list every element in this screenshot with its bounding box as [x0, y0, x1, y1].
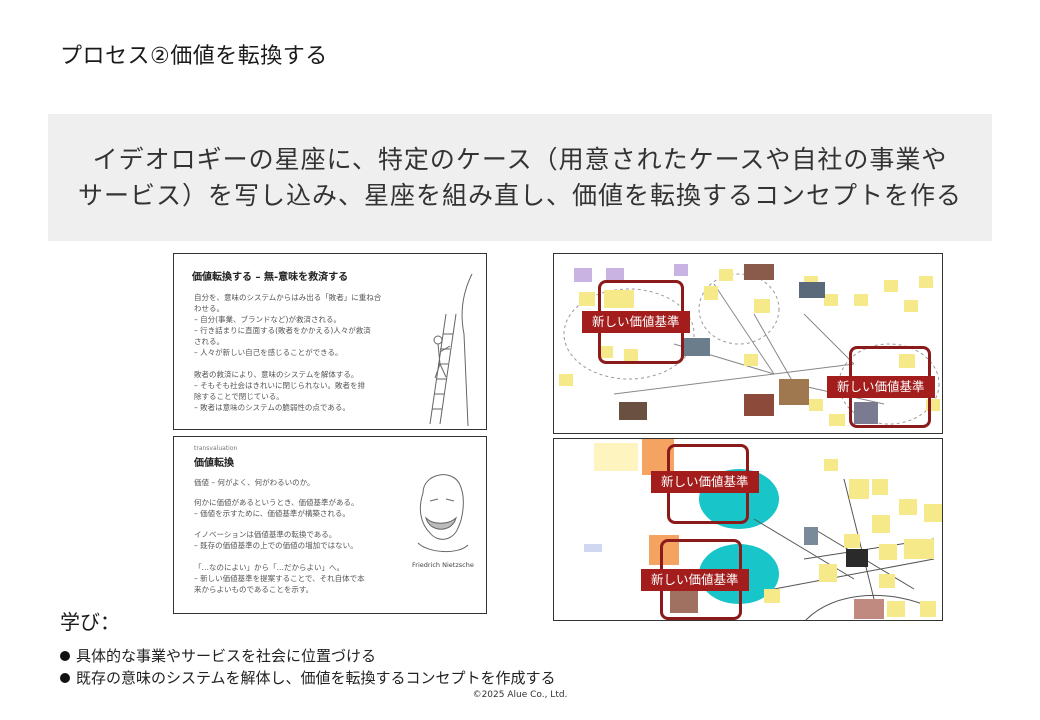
sticky-note — [872, 479, 888, 495]
slide-text: 自分を、意味のシステムからはみ出る「敗者」に重ね合 — [194, 293, 382, 302]
bullet-text: 既存の意味のシステムを解体し、価値を転換するコンセプトを作成する — [76, 669, 556, 687]
slide-text: イノベーションは価値基準の転換である。 — [194, 530, 337, 539]
sticky-note — [744, 354, 758, 366]
slide-text: 「…なのによい」から「…だからよい」へ。 — [194, 563, 344, 572]
sticky-note — [809, 399, 823, 411]
sticky-note — [879, 544, 897, 560]
sticky-note — [764, 589, 780, 603]
slide-text: – 人々が新しい自己を感じることができる。 — [194, 348, 343, 357]
sticky-note — [899, 499, 917, 515]
portrait-caption: Friedrich Nietzsche — [412, 561, 474, 569]
sticky-note — [704, 286, 718, 300]
sticky-note — [904, 300, 918, 312]
sticky-note — [574, 268, 592, 282]
copyright: ©2025 Alue Co., Ltd. — [472, 690, 568, 700]
slide-text: 何かに価値があるというとき、価値基準がある。 — [194, 498, 359, 507]
sticky-note — [819, 564, 837, 582]
new-value-standard-label: 新しい価値基準 — [827, 376, 935, 398]
sticky-note — [559, 374, 573, 386]
photo-thumbnail — [854, 599, 884, 619]
banner-line-1: イデオロギーの星座に、特定のケース（用意されたケースや自社の事業や — [92, 145, 948, 174]
sticky-note — [920, 601, 936, 617]
ladder-climber-illustration — [429, 274, 473, 426]
slide-text: – 価値を示すために、価値基準が構築される。 — [194, 509, 350, 518]
photo-thumbnail — [854, 402, 878, 424]
concept-map-screenshot-1: 新しい価値基準 新しい価値基準 — [553, 253, 943, 434]
sticky-note — [899, 354, 915, 368]
sticky-note — [829, 414, 845, 426]
slide-text: – 既存の価値基準の上での価値の増加ではない。 — [194, 541, 358, 550]
photo-thumbnail — [744, 394, 774, 416]
learning-bullet: 具体的な事業やサービスを社会に位置づける — [60, 645, 376, 666]
slide-title: 価値転換 — [194, 458, 234, 469]
slide-text: される。 — [194, 337, 224, 346]
sticky-note — [887, 601, 905, 617]
learning-heading: 学び： — [60, 610, 120, 634]
sticky-note — [824, 294, 838, 306]
bullet-dot-icon — [60, 672, 70, 683]
slide-text: 来からよいものであることを示す。 — [194, 585, 314, 594]
slide-title: 価値転換する – 無-意味を救済する — [192, 272, 349, 283]
sticky-note — [719, 269, 733, 281]
sticky-note — [919, 276, 933, 288]
slide-text: – 自分(事業、ブランドなど)が救済される。 — [194, 315, 341, 324]
nietzsche-portrait-illustration — [417, 474, 469, 552]
slide-text: – 行き詰まりに直面する(敗者をかかえる)人々が救済 — [194, 326, 371, 335]
banner-line-2: サービス）を写し込み、星座を組み直し、価値を転換するコンセプトを作る — [77, 181, 962, 210]
slide-text: わせる。 — [194, 304, 224, 313]
sticky-note — [594, 443, 638, 471]
slide-text: – そもそも社会はきれいに閉じられない。敗者を排 — [194, 381, 365, 390]
photo-thumbnail — [684, 338, 710, 356]
sticky-note — [872, 515, 890, 533]
sticky-note — [624, 349, 638, 361]
slide-thumbnail-rescue: 価値転換する – 無-意味を救済する 自分を、意味のシステムからはみ出る「敗者」… — [173, 253, 487, 430]
slide-text: 除することで閉じている。 — [194, 392, 284, 401]
new-value-standard-label: 新しい価値基準 — [651, 471, 759, 493]
photo-thumbnail — [804, 527, 818, 545]
sticky-note — [884, 280, 898, 292]
page-title: プロセス②価値を転換する — [60, 44, 328, 69]
sticky-note — [584, 544, 602, 552]
learning-bullet: 既存の意味のシステムを解体し、価値を転換するコンセプトを作成する — [60, 667, 556, 688]
sticky-note — [674, 264, 688, 276]
banner-text: イデオロギーの星座に、特定のケース（用意されたケースや自社の事業や サービス）を… — [48, 142, 992, 214]
slide-text: – 新しい価値基準を提案することで、それ自体で本 — [194, 574, 365, 583]
photo-thumbnail — [779, 379, 809, 405]
sticky-note — [579, 292, 595, 306]
slide-eyebrow: transvaluation — [194, 445, 238, 452]
sticky-note — [904, 539, 934, 559]
photo-thumbnail — [846, 549, 868, 567]
concept-map-screenshot-2: 新しい価値基準 新しい価値基準 — [553, 438, 943, 621]
slide-text: 敗者の救済により、意味のシステムを解体する。 — [194, 370, 359, 379]
slide-text: 価値 – 何がよく、何がわるいのか。 — [194, 478, 315, 487]
sticky-note — [844, 534, 860, 548]
sticky-note — [854, 294, 868, 306]
new-value-standard-label: 新しい価値基準 — [641, 569, 749, 591]
sticky-note — [604, 290, 634, 308]
bullet-text: 具体的な事業やサービスを社会に位置づける — [76, 647, 377, 665]
sticky-note — [879, 574, 895, 588]
slide-thumbnail-transvaluation: transvaluation 価値転換 価値 – 何がよく、何がわるいのか。 何… — [173, 436, 487, 614]
sticky-note — [754, 299, 770, 313]
new-value-standard-label: 新しい価値基準 — [582, 311, 690, 333]
summary-banner: イデオロギーの星座に、特定のケース（用意されたケースや自社の事業や サービス）を… — [48, 114, 992, 241]
sticky-note — [849, 479, 869, 499]
photo-thumbnail — [619, 402, 647, 420]
bullet-dot-icon — [60, 650, 70, 661]
slide-text: – 敗者は意味のシステムの脆弱性の点である。 — [194, 403, 350, 412]
sticky-note — [924, 504, 942, 522]
photo-thumbnail — [670, 589, 698, 613]
photo-thumbnail — [744, 264, 774, 280]
sticky-note — [606, 268, 624, 282]
sticky-note — [824, 459, 838, 471]
sticky-note — [599, 346, 613, 358]
photo-thumbnail — [799, 282, 825, 298]
